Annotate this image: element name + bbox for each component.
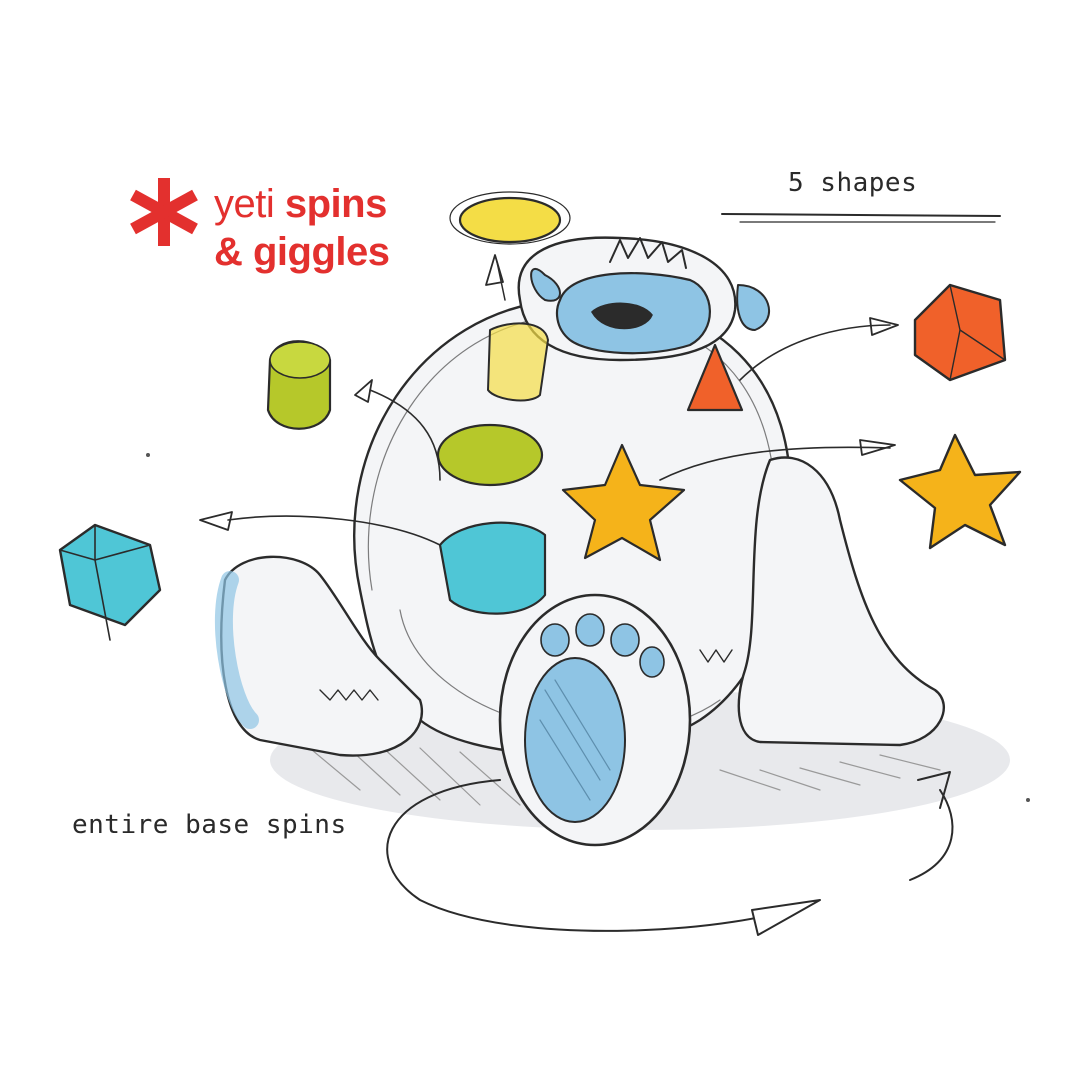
yeti-head bbox=[517, 236, 771, 362]
title-line-1: yeti spins bbox=[214, 180, 390, 228]
title-word-spins: spins bbox=[284, 182, 387, 226]
yeti-left-leg bbox=[214, 555, 423, 757]
red-asterisk-icon bbox=[130, 178, 198, 246]
title-word-yeti: yeti bbox=[214, 182, 275, 226]
body-shape-holes bbox=[436, 322, 744, 615]
loose-shape-yellow-star bbox=[659, 433, 1022, 550]
shapes-count-note: 5 shapes bbox=[788, 168, 918, 198]
spin-arrow bbox=[386, 771, 954, 936]
yeti-right-arm bbox=[699, 456, 945, 747]
product-title: yeti spins & giggles bbox=[214, 180, 390, 276]
base-spins-note: entire base spins bbox=[72, 810, 347, 840]
shapes-underline bbox=[721, 213, 1001, 223]
yeti-body bbox=[353, 298, 793, 755]
loose-shape-orange-pentagon bbox=[739, 283, 1007, 382]
loose-shape-yellow-circle bbox=[449, 191, 571, 301]
yeti-right-foot bbox=[498, 593, 692, 847]
loose-shape-green-cylinder bbox=[266, 340, 441, 481]
title-line-2: & giggles bbox=[214, 230, 390, 274]
loose-shape-cyan-hexagon bbox=[58, 511, 441, 641]
